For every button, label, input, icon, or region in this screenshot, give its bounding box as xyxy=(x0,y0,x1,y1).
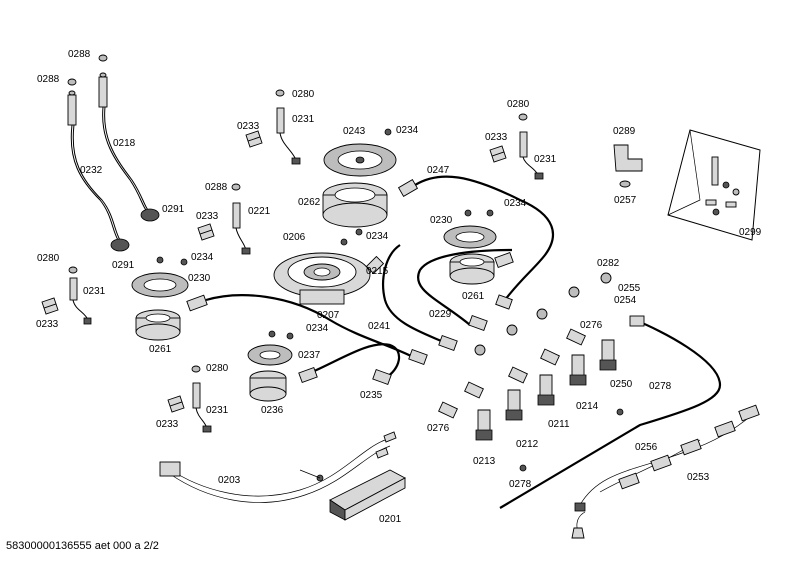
burner-cap-0230-left xyxy=(131,272,189,298)
label-0230: 0230 xyxy=(430,215,453,226)
label-0211: 0211 xyxy=(548,419,570,430)
label-0278: 0278 xyxy=(649,381,672,392)
label-0261: 0261 xyxy=(462,291,485,302)
label-0231: 0231 xyxy=(534,154,557,165)
label-0212: 0212 xyxy=(516,439,539,450)
wok-burner-0207 xyxy=(273,252,371,305)
label-0256: 0256 xyxy=(635,442,658,453)
electrode-0231-upper xyxy=(245,89,301,165)
cable-0203 xyxy=(159,431,397,503)
label-0291: 0291 xyxy=(112,260,135,271)
nozzles xyxy=(186,179,514,386)
ignition-harness xyxy=(571,404,760,539)
label-0261: 0261 xyxy=(149,344,172,355)
label-0236: 0236 xyxy=(261,405,284,416)
document-id: 58300000136555 aet 000 a 2/2 xyxy=(6,540,159,552)
label-0289: 0289 xyxy=(613,126,636,137)
label-0241: 0241 xyxy=(368,321,391,332)
valves xyxy=(438,272,624,472)
label-0229: 0229 xyxy=(429,309,452,320)
label-0234: 0234 xyxy=(306,323,329,334)
label-0262: 0262 xyxy=(298,197,321,208)
label-0207: 0207 xyxy=(317,310,340,321)
electrode-0221 xyxy=(197,183,251,255)
thermocouple-0218 xyxy=(98,72,160,222)
burner-cap-0230-right xyxy=(443,225,497,249)
label-0288: 0288 xyxy=(37,74,60,85)
label-0235: 0235 xyxy=(360,390,383,401)
burner-cap-0237 xyxy=(247,344,293,366)
label-0233: 0233 xyxy=(156,419,179,430)
label-0234: 0234 xyxy=(366,231,389,242)
burner-body-0261-right xyxy=(449,253,495,285)
part-labels: 0288 0288 0218 0232 0291 0291 0280 0231 … xyxy=(36,49,762,525)
label-0215: 0215 xyxy=(366,266,389,277)
label-0250: 0250 xyxy=(610,379,633,390)
label-0218: 0218 xyxy=(113,138,136,149)
rail-end-fitting xyxy=(629,315,645,327)
washer-0288-left xyxy=(67,78,77,86)
washer-0288-top xyxy=(98,54,108,62)
burner-body-0261-left xyxy=(135,309,181,341)
label-0247: 0247 xyxy=(427,165,450,176)
label-0231: 0231 xyxy=(292,114,315,125)
label-0232: 0232 xyxy=(80,165,103,176)
burner-body-0236 xyxy=(249,370,287,402)
label-0231: 0231 xyxy=(83,286,106,297)
label-0291: 0291 xyxy=(162,204,185,215)
electrode-0231-left xyxy=(41,266,92,325)
label-0253: 0253 xyxy=(687,472,710,483)
screws xyxy=(156,128,494,340)
label-0233: 0233 xyxy=(36,319,59,330)
electrode-0231-right xyxy=(489,113,544,180)
label-0257: 0257 xyxy=(614,195,637,206)
label-0282: 0282 xyxy=(597,258,620,269)
label-0254: 0254 xyxy=(614,295,637,306)
label-0234: 0234 xyxy=(396,125,419,136)
label-0280: 0280 xyxy=(37,253,60,264)
label-0280: 0280 xyxy=(292,89,315,100)
label-0213: 0213 xyxy=(473,456,496,467)
label-0288: 0288 xyxy=(205,182,228,193)
label-0276: 0276 xyxy=(580,320,603,331)
label-0280: 0280 xyxy=(206,363,229,374)
parts-bag-0299 xyxy=(667,129,761,241)
label-0214: 0214 xyxy=(576,401,599,412)
label-0288: 0288 xyxy=(68,49,91,60)
label-0243: 0243 xyxy=(343,126,366,137)
label-0201: 0201 xyxy=(379,514,402,525)
label-0230: 0230 xyxy=(188,273,211,284)
label-0231: 0231 xyxy=(206,405,229,416)
elbow-0289 xyxy=(613,144,643,188)
label-0280: 0280 xyxy=(507,99,530,110)
label-0233: 0233 xyxy=(196,211,219,222)
gas-rail xyxy=(499,318,722,509)
diagram-canvas: 0288 0288 0218 0232 0291 0291 0280 0231 … xyxy=(36,49,762,539)
label-0276: 0276 xyxy=(427,423,450,434)
label-0233: 0233 xyxy=(237,121,260,132)
label-0299: 0299 xyxy=(739,227,762,238)
burner-body-0262 xyxy=(322,182,388,228)
label-0234: 0234 xyxy=(191,252,214,263)
thermocouple-0232 xyxy=(67,90,130,252)
label-0206: 0206 xyxy=(283,232,306,243)
label-0203: 0203 xyxy=(218,475,241,486)
label-0237: 0237 xyxy=(298,350,321,361)
gas-pipes xyxy=(205,175,554,379)
label-0221: 0221 xyxy=(248,206,271,217)
label-0255: 0255 xyxy=(618,283,641,294)
electrode-0231-lower xyxy=(167,365,212,433)
label-0278: 0278 xyxy=(509,479,532,490)
burner-cap-0243 xyxy=(323,143,397,177)
label-0233: 0233 xyxy=(485,132,508,143)
ignition-module-0201 xyxy=(329,469,406,521)
label-0234: 0234 xyxy=(504,198,527,209)
